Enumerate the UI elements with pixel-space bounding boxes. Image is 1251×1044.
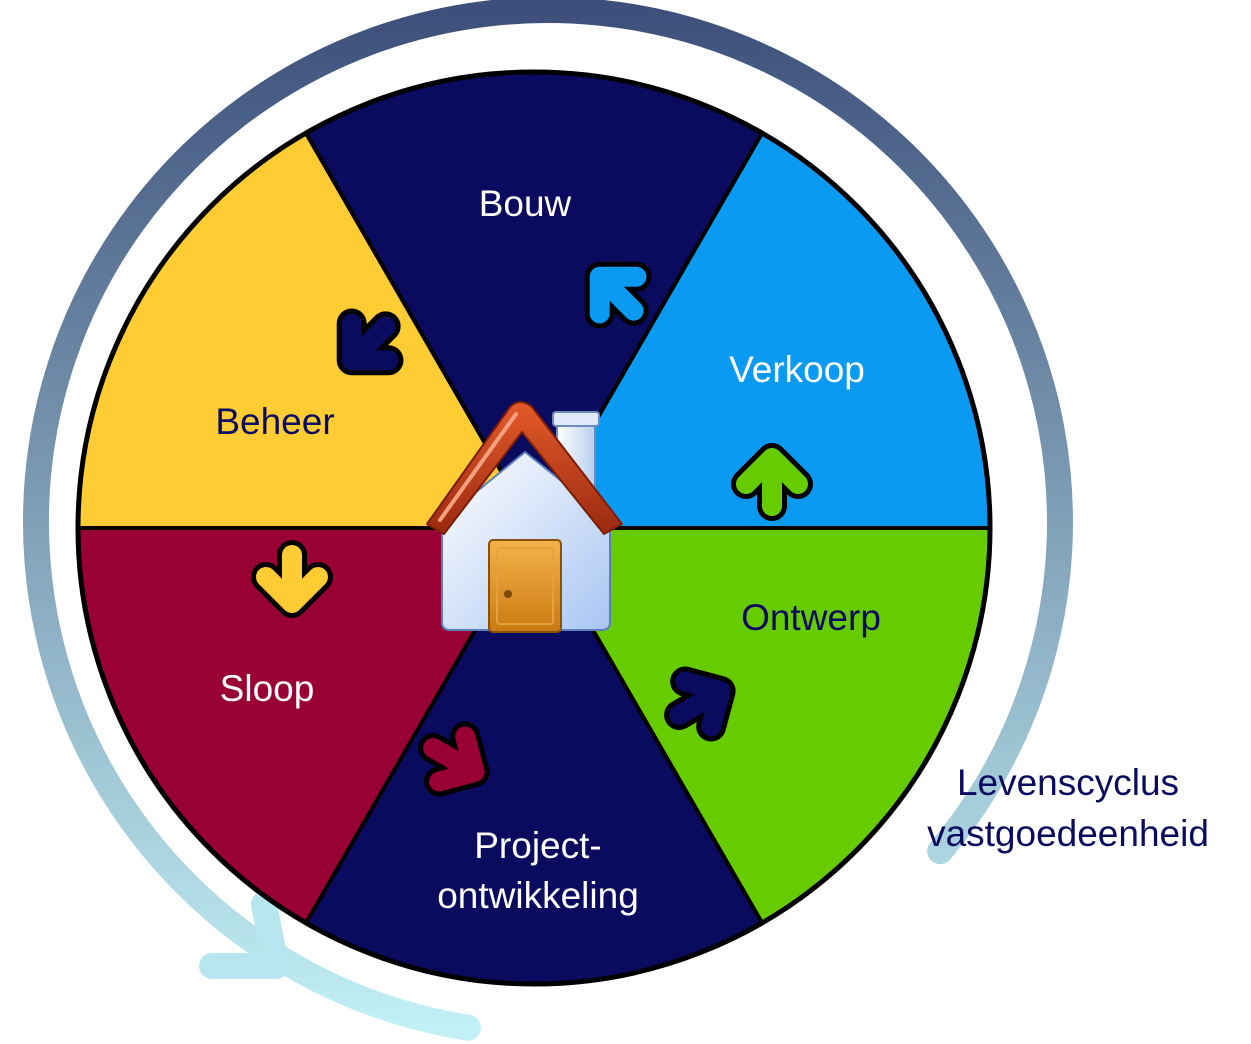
- arrow-ontwerp-to-verkoop: [731, 443, 813, 521]
- label-ontwerp: Ontwerp: [741, 597, 881, 638]
- arrow-projectontwikkeling-to-ontwerp: [664, 666, 736, 742]
- caption-line1: Levenscyclus: [957, 762, 1179, 803]
- arrow-bouw-to-beheer: [336, 308, 404, 376]
- arrow-beheer-to-sloop: [251, 540, 333, 618]
- cycle-ring: [23, 0, 1073, 1041]
- caption-line2: vastgoedeenheid: [927, 813, 1209, 854]
- arrow-verkoop-to-bouw: [584, 261, 652, 329]
- wheel-outline: [75, 69, 993, 987]
- label-beheer: Beheer: [215, 401, 334, 442]
- label-projectontwikkeling-line2: ontwikkeling: [437, 875, 639, 916]
- segment-labels: Bouw Verkoop Ontwerp Project- ontwikkeli…: [215, 183, 881, 916]
- arrow-sloop-to-projectontwikkeling: [418, 721, 490, 797]
- label-projectontwikkeling-line1: Project-: [474, 825, 601, 866]
- house-icon: [426, 401, 623, 633]
- transition-arrows: [251, 261, 813, 797]
- label-bouw: Bouw: [479, 183, 572, 224]
- diagram-caption: Levenscyclus vastgoedeenheid: [927, 762, 1209, 854]
- label-sloop: Sloop: [220, 668, 315, 709]
- label-verkoop: Verkoop: [729, 349, 865, 390]
